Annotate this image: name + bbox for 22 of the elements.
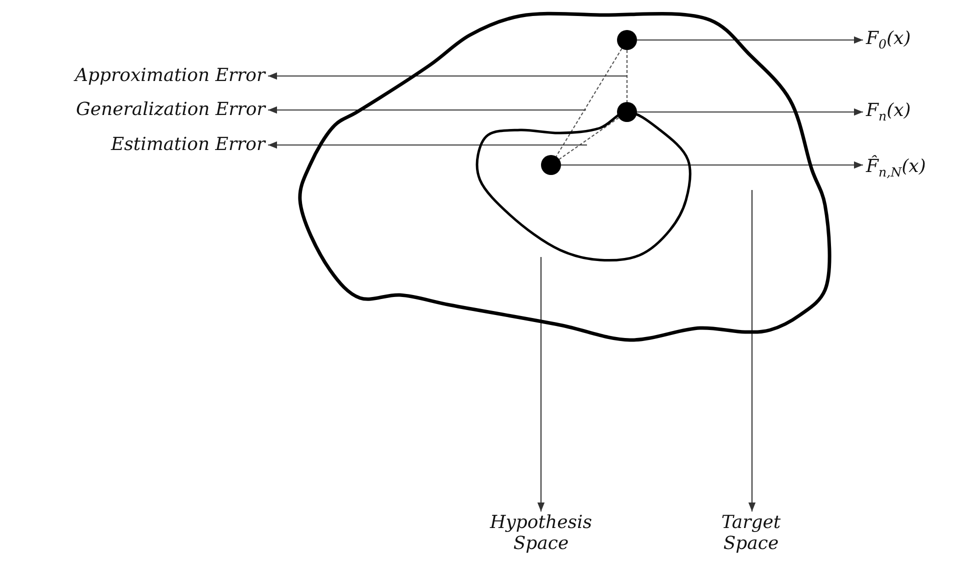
function-point: [617, 30, 637, 50]
dashed-line: [558, 117, 620, 160]
arrow: [268, 141, 587, 149]
arrow: [268, 72, 627, 80]
error-label: Approximation Error: [75, 65, 266, 87]
function-point: [541, 155, 561, 175]
arrow: [748, 190, 756, 512]
space-label: Hypothesis Space: [488, 512, 593, 555]
dashed-line: [626, 50, 628, 102]
arrow: [537, 257, 545, 512]
function-label: F$_{n}$(x): [866, 100, 911, 124]
arrow: [637, 108, 863, 116]
dashed-line: [556, 48, 622, 157]
arrow: [561, 161, 863, 169]
function-label: F$_{0}$(x): [866, 28, 911, 52]
function-label: F̂$_{n,N}$(x): [866, 156, 926, 180]
arrow: [637, 36, 863, 44]
function-point: [617, 102, 637, 122]
arrow: [268, 106, 586, 114]
error-label: Generalization Error: [76, 99, 266, 121]
space-label: Target Space: [720, 512, 782, 555]
error-label: Estimation Error: [111, 134, 266, 156]
